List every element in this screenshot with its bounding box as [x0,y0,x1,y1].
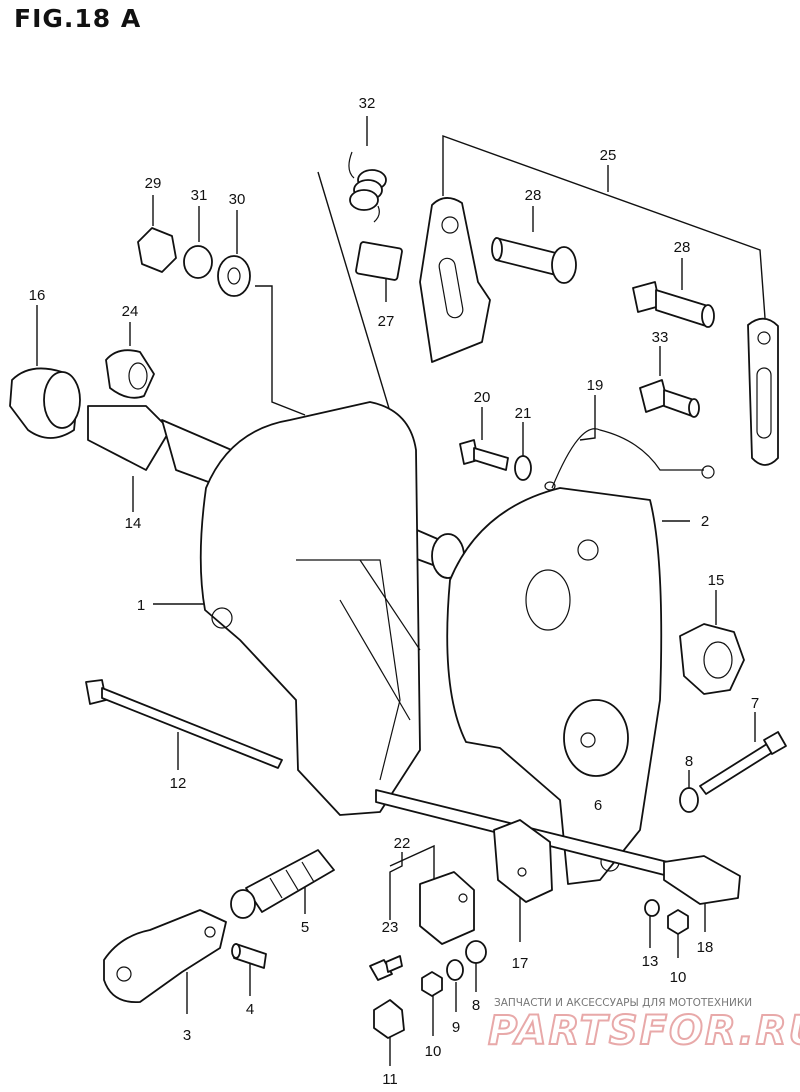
callout-2: 2 [701,513,709,530]
lock-washer-31 [183,245,213,279]
washer-8-b [465,940,487,964]
callout-28-b: 28 [674,239,691,256]
nut-15 [679,623,745,695]
callout-22: 22 [394,835,411,852]
pin-28-a [491,237,577,284]
callout-4: 4 [246,1001,254,1018]
cap-11 [373,999,405,1039]
callout-3: 3 [183,1027,191,1044]
washer-30 [217,255,251,297]
callout-24: 24 [122,303,139,320]
lever-3 [103,909,227,1003]
callout-33: 33 [652,329,669,346]
bolt-20 [459,439,509,471]
callout-20: 20 [474,389,491,406]
washer-8-a [679,787,699,813]
callout-28: 28 [525,187,542,204]
callout-16: 16 [29,287,46,304]
bushing-24 [105,349,155,399]
figure-title: FIG.18 A [14,4,142,33]
callout-11: 11 [382,1071,398,1088]
callout-32: 32 [359,95,376,112]
callout-25: 25 [600,147,617,164]
clamp-bracket-2 [446,487,663,885]
callout-19: 19 [587,377,604,394]
callout-21: 21 [515,405,532,422]
callout-labels: 32 25 29 31 30 28 28 16 24 27 33 19 20 2… [29,95,760,1088]
watermark-caption: ЗАПЧАСТИ И АКСЕССУАРЫ ДЛЯ МОТОТЕХНИКИ [494,997,753,1009]
bolt-7 [699,731,787,795]
callout-8-b: 8 [472,997,480,1014]
callout-27: 27 [378,313,395,330]
callout-10: 10 [670,969,687,986]
nut-29 [137,227,177,273]
pin-4 [231,943,267,969]
callout-29: 29 [145,175,162,192]
washer-9 [446,959,464,981]
spring-part [348,151,387,223]
callout-17: 17 [512,955,529,972]
callout-9: 9 [452,1019,460,1036]
leader-lines [36,116,766,1066]
bolt-23 [369,955,403,981]
clip-17 [493,819,553,903]
link-end-18 [663,855,741,905]
bracket-plate-part [419,197,491,363]
nut-10-b [421,971,443,997]
nut-10-a [667,909,689,935]
callout-15: 15 [708,572,725,589]
callout-6: 6 [594,797,602,814]
bolt-28-b [632,281,715,328]
watermark-logo: PARTSFOR.RU [487,1007,800,1055]
callout-14: 14 [125,515,142,532]
wire-19 [544,428,715,491]
callout-5: 5 [301,919,309,936]
clamp-bracket-1 [199,401,421,816]
clip-13 [644,899,660,917]
callout-10-b: 10 [425,1043,442,1060]
callout-12: 12 [170,775,187,792]
pad-part [355,241,403,281]
callout-8: 8 [685,753,693,770]
callout-23: 23 [382,919,399,936]
bolt-33 [639,379,700,418]
washer-21 [514,455,532,481]
callout-30: 30 [229,191,246,208]
callout-13: 13 [642,953,659,970]
cap-16 [9,367,81,439]
callout-7: 7 [751,695,759,712]
callout-1: 1 [137,597,145,614]
long-bolt-12 [85,679,283,769]
block-22 [419,871,475,945]
link-plate-part [747,317,779,466]
callout-18: 18 [697,939,714,956]
screw-5 [230,849,335,919]
callout-31: 31 [191,187,208,204]
